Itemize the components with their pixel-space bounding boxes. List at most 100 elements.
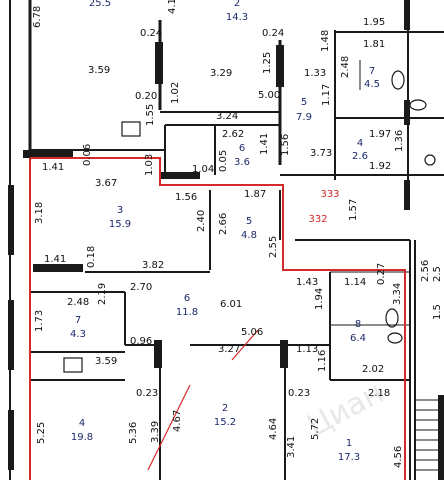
sink-icon — [409, 99, 427, 111]
sink-icon — [121, 121, 141, 137]
wall-stubs — [8, 0, 444, 480]
fixtures — [63, 70, 436, 373]
room-number: 3 — [117, 205, 123, 216]
room-number: 2 — [234, 0, 240, 9]
dim-label: 3.59 — [88, 65, 110, 76]
dim-label: 1.73 — [34, 310, 45, 332]
sink-icon — [63, 357, 83, 373]
room-number: 5 — [301, 97, 307, 108]
dim-label: 1.33 — [304, 68, 326, 79]
dim-label: 1.55 — [145, 104, 156, 126]
dim-label: 2.70 — [130, 282, 152, 293]
dim-label: 1.95 — [363, 17, 385, 28]
dim-label: 1.16 — [317, 350, 328, 372]
room-number: 2 — [222, 403, 228, 414]
dim-label: 0.96 — [130, 336, 152, 347]
dim-label: 0.06 — [82, 144, 93, 166]
dim-label: 2.55 — [268, 236, 279, 258]
dim-label: 1.17 — [321, 84, 332, 106]
dim-label: 2.40 — [196, 210, 207, 232]
room-number: 6 — [184, 293, 190, 304]
dim-label: 0.20 — [135, 91, 157, 102]
dim-label: 2.66 — [218, 213, 229, 235]
dim-label: 0.05 — [218, 150, 229, 172]
room-area: 15.2 — [214, 417, 236, 428]
stairs — [415, 399, 438, 471]
dim-label: 2.5 — [432, 266, 443, 282]
dim-label: 3.24 — [216, 111, 238, 122]
dim-label: 3.82 — [142, 260, 164, 271]
dim-label: 1.41 — [259, 133, 270, 155]
dim-label: 1.36 — [394, 130, 405, 152]
dim-label: 0.24 — [140, 28, 162, 39]
dim-label: 5.72 — [310, 418, 321, 440]
marker-333: 333 — [320, 189, 339, 200]
room-number: 8 — [355, 319, 361, 330]
dim-label: 1.57 — [348, 199, 359, 221]
room-area: 4.5 — [364, 79, 380, 90]
room-area: 15.9 — [109, 219, 131, 230]
dim-label: 3.41 — [286, 436, 297, 458]
room-area: 3.6 — [234, 157, 250, 168]
dim-label: 1.41 — [44, 254, 66, 265]
room-area: 19.8 — [71, 432, 93, 443]
dim-label: 4.12 — [167, 0, 178, 14]
dim-label: 6.78 — [32, 6, 43, 28]
room-number: 1 — [346, 438, 352, 449]
dim-label: 0.27 — [376, 263, 387, 285]
room-area: 17.3 — [338, 452, 360, 463]
room-area: 2.6 — [352, 151, 368, 162]
room-area: 4.3 — [70, 329, 86, 340]
dim-label: 1.87 — [244, 189, 266, 200]
room-area: 14.3 — [226, 12, 248, 23]
dim-label: 3.29 — [210, 68, 232, 79]
dim-label: 5.06 — [241, 327, 263, 338]
dim-label: 1.43 — [296, 277, 318, 288]
room-area: 7.9 — [296, 112, 312, 123]
marker-332: 332 — [308, 214, 327, 225]
dim-label: 1.92 — [369, 161, 391, 172]
dim-label: 2.19 — [97, 283, 108, 305]
room-number: 4 — [357, 138, 363, 149]
dim-label: 0.23 — [288, 388, 310, 399]
room-area: 6.4 — [350, 333, 366, 344]
dim-label: 1.02 — [170, 82, 181, 104]
dim-label: 1.97 — [369, 129, 391, 140]
dim-label: 5.25 — [36, 422, 47, 444]
dim-label: 3.67 — [95, 178, 117, 189]
dim-label: 4.56 — [393, 446, 404, 468]
dim-label: 5.36 — [128, 422, 139, 444]
dim-label: 5.00 — [258, 90, 280, 101]
dim-label: 0.24 — [262, 28, 284, 39]
dim-label: 1.13 — [296, 344, 318, 355]
dimension-labels: 6.78 4.12 0.24 0.24 1.95 1.81 1.48 3.59 … — [32, 0, 443, 468]
room-number: 6 — [239, 143, 245, 154]
dim-label: 1.56 — [280, 134, 291, 156]
toilet-icon — [391, 70, 405, 90]
room-area: 25.5 — [89, 0, 111, 9]
dim-label: 6.01 — [220, 299, 242, 310]
fixture-icon — [424, 154, 436, 166]
dim-label: 2.18 — [368, 388, 390, 399]
dim-label: 1.5 — [432, 304, 443, 320]
dim-label: 1.48 — [320, 30, 331, 52]
dim-label: 1.04 — [192, 164, 214, 175]
dim-label: 3.39 — [150, 421, 161, 443]
dim-label: 0.23 — [136, 388, 158, 399]
sink-icon — [387, 332, 403, 344]
dim-label: 4.64 — [268, 418, 279, 440]
dim-label: 2.62 — [222, 129, 244, 140]
dim-label: 1.81 — [363, 39, 385, 50]
dim-label: 3.18 — [34, 202, 45, 224]
dim-label: 3.34 — [392, 283, 403, 305]
red-marks — [147, 329, 259, 471]
dim-label: 1.25 — [262, 52, 273, 74]
markers: 333 332 — [308, 189, 339, 225]
dim-label: 2.48 — [67, 297, 89, 308]
dim-label: 1.14 — [344, 277, 366, 288]
dim-label: 0.18 — [86, 246, 97, 268]
room-number: 5 — [246, 216, 252, 227]
room-area: 4.8 — [241, 230, 257, 241]
